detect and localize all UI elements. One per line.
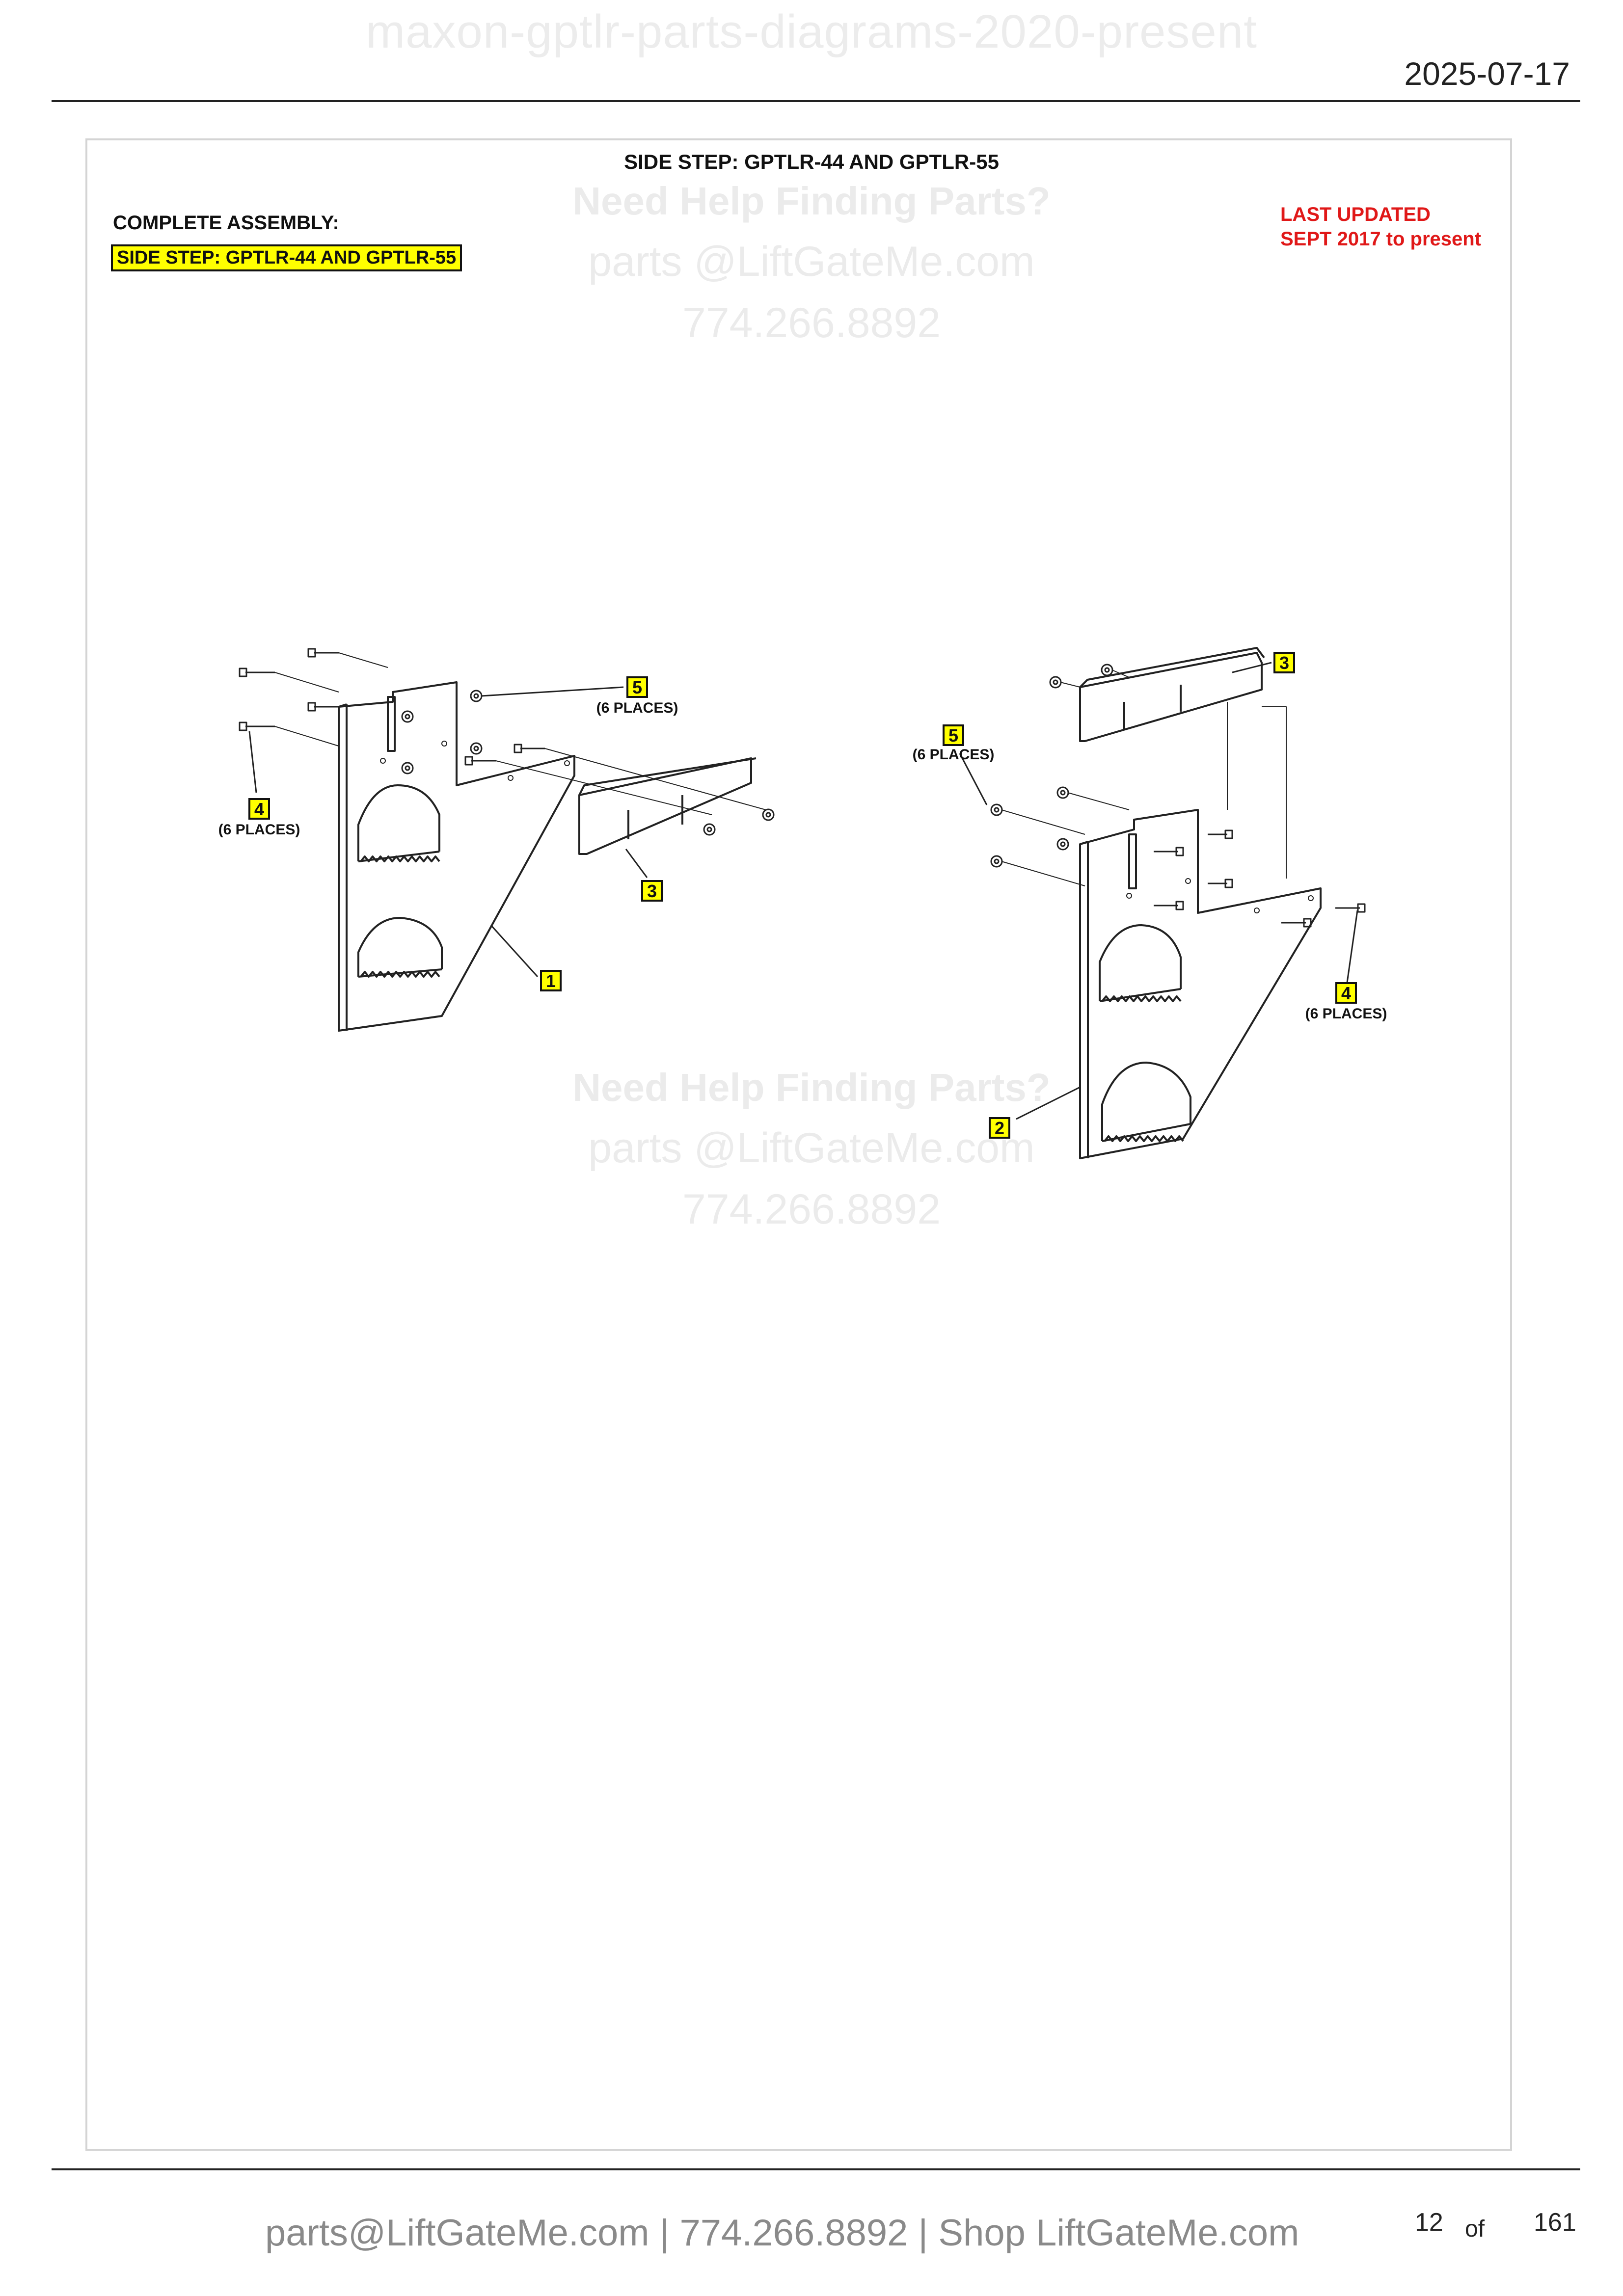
document-watermark-title: maxon-gptlr-parts-diagrams-2020-present [366, 5, 1257, 58]
callout-number: 4 [1341, 983, 1351, 1003]
callout-right-2: 2 [989, 1117, 1010, 1139]
help-email: parts @LiftGateMe.com [588, 1124, 1035, 1172]
callout-right-3: 3 [1273, 652, 1295, 673]
help-heading: Need Help Finding Parts? [572, 179, 1051, 223]
right-bolts [1154, 829, 1366, 928]
right-side-step-panel [1079, 647, 1322, 1159]
help-email: parts @LiftGateMe.com [588, 238, 1035, 285]
sheet-title: SIDE STEP: GPTLR-44 AND GPTLR-55 [624, 150, 999, 173]
callout-number: 1 [546, 971, 556, 991]
help-watermark-middle: Need Help Finding Parts? parts @LiftGate… [0, 1065, 1623, 1234]
assembly-name-highlight: SIDE STEP: GPTLR-44 AND GPTLR-55 [111, 244, 462, 271]
callout-note: (6 PLACES) [1305, 1006, 1387, 1022]
help-phone: 774.266.8892 [682, 1186, 941, 1233]
drawing-frame [85, 138, 1512, 2151]
callout-note: (6 PLACES) [913, 747, 995, 763]
help-phone: 774.266.8892 [682, 299, 941, 347]
help-watermark-top: Need Help Finding Parts? parts @LiftGate… [0, 179, 1623, 347]
callout-number: 3 [647, 881, 657, 901]
callout-number: 2 [995, 1118, 1004, 1138]
left-nuts [401, 690, 775, 836]
callout-number: 4 [254, 799, 264, 819]
callout-note: (6 PLACES) [596, 700, 678, 716]
callout-number: 5 [948, 725, 958, 746]
left-side-step-panel [338, 681, 757, 1032]
callout-left-3: 3 [641, 880, 663, 902]
footer-divider [52, 2168, 1580, 2170]
page-of-label: of [1465, 2216, 1485, 2242]
right-nuts [990, 664, 1113, 868]
callout-number: 5 [632, 677, 642, 697]
callout-right-4: 4 [1335, 982, 1357, 1004]
callout-note: (6 PLACES) [218, 822, 300, 838]
document-date: 2025-07-17 [1404, 55, 1570, 92]
assembly-label: COMPLETE ASSEMBLY: [113, 212, 339, 234]
callout-left-4: 4 [248, 798, 270, 820]
left-bolts [239, 648, 545, 766]
callout-right-5: 5 [943, 724, 964, 746]
last-updated-note: LAST UPDATED SEPT 2017 to present [1280, 202, 1481, 251]
callout-left-1: 1 [540, 970, 562, 991]
footer-contact: parts@LiftGateMe.com | 774.266.8892 | Sh… [265, 2212, 1299, 2254]
page-current: 12 [1415, 2208, 1443, 2237]
last-updated-line2: SEPT 2017 to present [1280, 228, 1482, 250]
callout-left-5: 5 [626, 676, 648, 698]
callout-number: 3 [1279, 653, 1289, 673]
help-heading: Need Help Finding Parts? [572, 1066, 1051, 1109]
page-total: 161 [1534, 2208, 1576, 2237]
last-updated-line1: LAST UPDATED [1280, 204, 1431, 225]
header-divider [52, 100, 1580, 102]
